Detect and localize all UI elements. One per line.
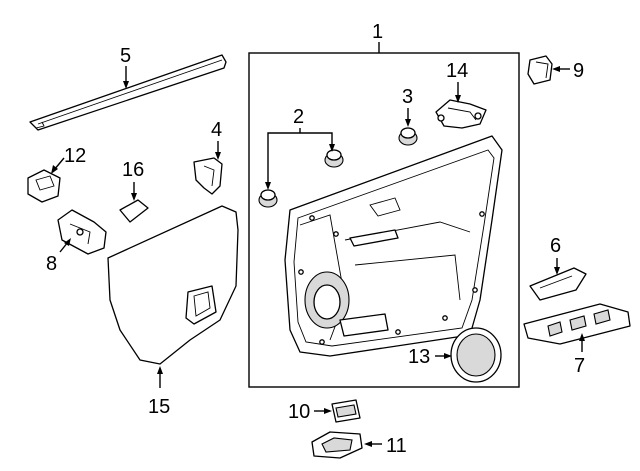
- callout-leader-2: [267, 132, 333, 185]
- callout-13: 13: [408, 346, 430, 368]
- armrest-base-part-7: [523, 303, 631, 345]
- switch-part-10: [331, 399, 361, 423]
- bezel-part-11: [311, 431, 363, 459]
- bracket-part-14: [435, 99, 487, 129]
- callout-3: 3: [402, 86, 413, 108]
- callout-12: 12: [64, 145, 86, 167]
- callout-5: 5: [120, 45, 131, 67]
- speaker-grille-part-13: [450, 327, 502, 383]
- bracket-part-4: [193, 157, 223, 195]
- callout-2: 2: [293, 106, 304, 128]
- callout-15: 15: [148, 396, 170, 418]
- callout-6: 6: [550, 235, 561, 257]
- clip-part-2b: [258, 189, 278, 208]
- switch-part-8: [57, 209, 107, 255]
- clip-part-2a: [324, 149, 344, 168]
- callout-8: 8: [46, 253, 57, 275]
- door-trim-assembly-frame: [248, 52, 520, 388]
- pad-part-16: [119, 199, 149, 223]
- callout-1: 1: [372, 21, 383, 43]
- door-trim-panel: [284, 135, 503, 357]
- callout-14: 14: [446, 60, 468, 82]
- garnish-part-6: [529, 267, 587, 301]
- callout-11: 11: [386, 435, 407, 457]
- callout-7: 7: [574, 355, 585, 377]
- weatherstrip-part-5: [29, 54, 227, 131]
- callout-9: 9: [573, 60, 584, 82]
- watershield-part-15: [107, 205, 239, 365]
- clip-part-9: [527, 55, 553, 85]
- callout-16: 16: [122, 159, 144, 181]
- callout-10: 10: [288, 401, 310, 423]
- clip-part-3: [398, 127, 418, 146]
- callout-4: 4: [211, 119, 222, 141]
- switch-part-12: [27, 169, 61, 203]
